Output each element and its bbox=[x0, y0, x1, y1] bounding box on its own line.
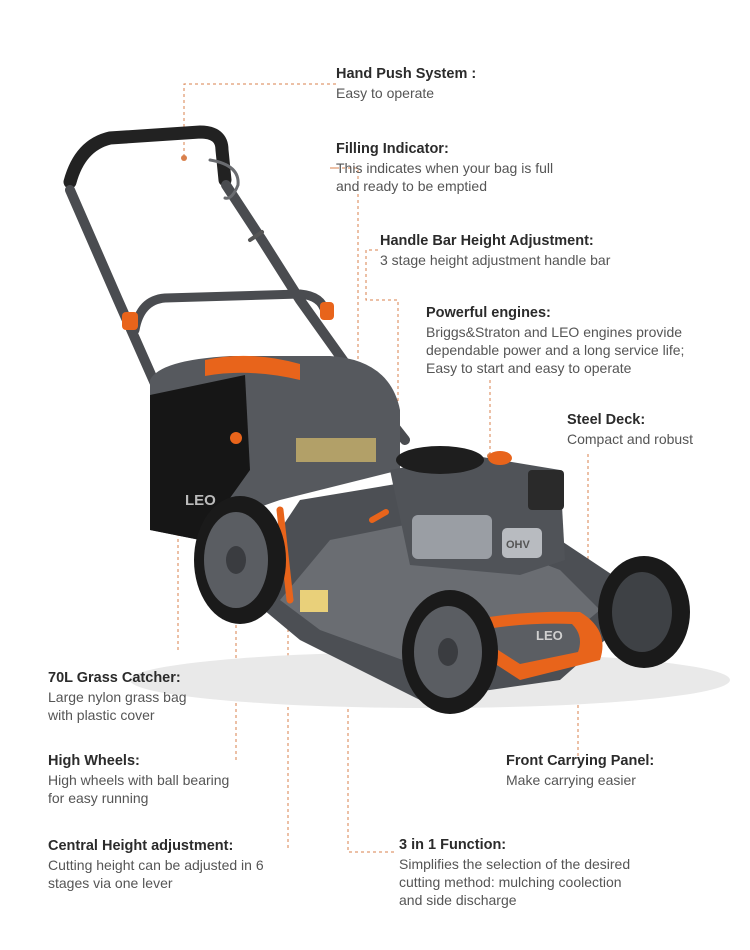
callout-high-wheels: High Wheels: High wheels with ball beari… bbox=[48, 751, 229, 807]
callout-title: Central Height adjustment: bbox=[48, 838, 234, 854]
callout-powerful-engines: Powerful engines: Briggs&Straton and LEO… bbox=[426, 303, 684, 377]
callout-desc: Briggs&Straton and LEO engines provide d… bbox=[426, 324, 685, 376]
callout-hand-push: Hand Push System : Easy to operate bbox=[336, 64, 476, 102]
callout-desc: Easy to operate bbox=[336, 85, 435, 101]
callout-desc: 3 stage height adjustment handle bar bbox=[380, 252, 611, 268]
callout-title: 70L Grass Catcher: bbox=[48, 670, 181, 686]
callout-title: High Wheels: bbox=[48, 753, 140, 769]
front-right-wheel bbox=[598, 556, 690, 668]
callout-title: Steel Deck: bbox=[567, 412, 646, 428]
callout-title: Front Carrying Panel: bbox=[506, 753, 655, 769]
callout-filling-indicator: Filling Indicator: This indicates when y… bbox=[336, 139, 553, 195]
callout-desc: This indicates when your bag is full and… bbox=[336, 160, 554, 194]
callout-front-carrying: Front Carrying Panel: Make carrying easi… bbox=[506, 751, 654, 789]
callout-desc: Compact and robust bbox=[567, 431, 694, 447]
callout-desc: Large nylon grass bag with plastic cover bbox=[48, 689, 187, 723]
brand-logo-bag: LEO bbox=[185, 492, 216, 509]
callout-title: Powerful engines: bbox=[426, 305, 551, 321]
callout-desc: Make carrying easier bbox=[506, 772, 636, 788]
callout-title: Hand Push System : bbox=[336, 66, 477, 82]
callout-handle-bar: Handle Bar Height Adjustment: 3 stage he… bbox=[380, 231, 610, 269]
callout-3-in-1: 3 in 1 Function: Simplifies the selectio… bbox=[399, 835, 630, 909]
callout-title: Handle Bar Height Adjustment: bbox=[380, 233, 594, 249]
callout-grass-catcher: 70L Grass Catcher: Large nylon grass bag… bbox=[48, 668, 187, 724]
callout-desc: Simplifies the selection of the desired … bbox=[399, 856, 631, 908]
callout-desc: Cutting height can be adjusted in 6 stag… bbox=[48, 857, 264, 891]
callout-desc: High wheels with ball bearing for easy r… bbox=[48, 772, 230, 806]
front-left-wheel bbox=[402, 590, 498, 714]
engine-label: OHV bbox=[506, 539, 531, 551]
grass-catcher: LEO bbox=[150, 355, 400, 540]
brand-logo-deck: LEO bbox=[536, 628, 563, 643]
rear-wheel bbox=[194, 496, 286, 624]
engine: OHV bbox=[369, 446, 565, 575]
callout-central-height: Central Height adjustment: Cutting heigh… bbox=[48, 836, 264, 892]
callout-title: Filling Indicator: bbox=[336, 141, 449, 157]
callout-title: 3 in 1 Function: bbox=[399, 837, 507, 853]
callout-steel-deck: Steel Deck: Compact and robust bbox=[567, 410, 693, 448]
